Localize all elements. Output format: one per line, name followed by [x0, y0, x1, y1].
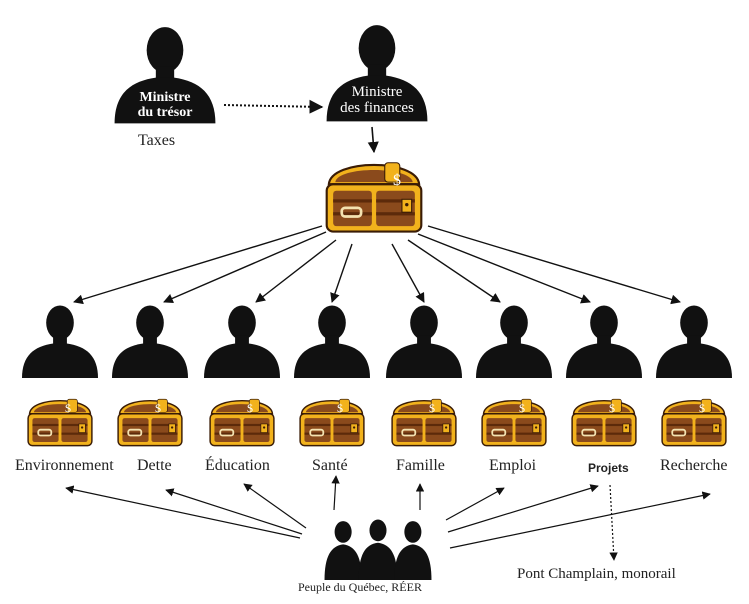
chest-recherche-dollar-sign: $	[699, 401, 705, 415]
chest-emploi-icon	[481, 398, 547, 447]
chest-famille-dollar-sign: $	[429, 401, 435, 415]
taxes-label: Taxes	[138, 132, 176, 149]
people-arrow-2-icon	[243, 483, 307, 529]
main-chest-dollar-sign: $	[393, 172, 401, 189]
finances-to-chest-arrow-icon	[367, 126, 379, 154]
ministry-label-dette: Dette	[137, 457, 172, 474]
chest-environnement-icon	[27, 398, 93, 447]
people-arrows	[65, 475, 711, 549]
people-label: Peuple du Québec, RÉER	[298, 580, 422, 594]
chest-emploi-dollar-sign: $	[519, 401, 525, 415]
ministry-label-environnement: Environnement	[15, 457, 114, 474]
minister-projets-silhouette-icon	[566, 305, 642, 378]
distribution-arrow-4-icon	[391, 243, 425, 303]
people-arrow-0-icon	[65, 485, 301, 539]
chest-environnement-dollar-sign: $	[65, 401, 71, 415]
tresor-label-line1: Ministre	[139, 90, 191, 105]
distribution-arrow-7-icon	[427, 225, 681, 305]
people-group-silhouette-icon	[324, 519, 432, 580]
minister-sante-silhouette-icon	[294, 305, 370, 378]
minister-famille-silhouette-icon	[386, 305, 462, 378]
minister-recherche-silhouette-icon	[656, 305, 732, 378]
ministry-label-emploi: Emploi	[489, 457, 537, 474]
distribution-arrow-1-icon	[163, 231, 327, 303]
minister-dette-silhouette-icon	[112, 305, 188, 378]
ministry-label-projets: Projets	[588, 461, 629, 475]
people-arrow-7-icon	[449, 491, 711, 549]
ministry-label-sante: Santé	[312, 457, 348, 474]
ministry-label-famille: Famille	[396, 457, 445, 474]
distribution-arrow-3-icon	[330, 243, 353, 303]
finances-label-line2: des finances	[340, 100, 414, 116]
people-arrow-3-icon	[331, 475, 340, 511]
chest-projets-icon	[571, 398, 637, 447]
ministry-row: $ $ $ $ $ $ $ $	[22, 305, 732, 447]
ministry-label-recherche: Recherche	[660, 457, 728, 474]
distribution-arrow-0-icon	[73, 225, 323, 305]
tresor-to-finances-arrow-icon	[223, 99, 324, 114]
tresor-label-line2: du trésor	[137, 105, 193, 120]
distribution-arrow-5-icon	[407, 239, 501, 303]
chest-dette-dollar-sign: $	[155, 401, 161, 415]
project-note-label: Pont Champlain, monorail	[517, 566, 676, 582]
chest-projets-dollar-sign: $	[609, 401, 615, 415]
finance-minister-label: Ministre des finances	[322, 84, 432, 116]
people-arrow-5-icon	[445, 487, 505, 521]
chest-education-dollar-sign: $	[247, 401, 253, 415]
chest-sante-dollar-sign: $	[337, 401, 343, 415]
distribution-arrows	[73, 225, 681, 305]
chest-famille-icon	[391, 398, 457, 447]
chest-sante-icon	[299, 398, 365, 447]
ministry-label-education: Éducation	[205, 457, 270, 474]
tresor-minister-label: Ministre du trésor	[110, 90, 220, 120]
chest-education-icon	[209, 398, 275, 447]
people-arrow-6-icon	[447, 484, 599, 533]
people-arrow-1-icon	[165, 488, 303, 535]
projets-to-note-arrow-icon	[609, 484, 618, 561]
chest-recherche-icon	[661, 398, 727, 447]
main-treasure-chest-icon	[325, 161, 423, 233]
distribution-arrow-6-icon	[417, 233, 591, 304]
distribution-arrow-2-icon	[255, 239, 337, 303]
minister-education-silhouette-icon	[204, 305, 280, 378]
minister-emploi-silhouette-icon	[476, 305, 552, 378]
finances-label-line1: Ministre	[351, 84, 403, 100]
chest-dette-icon	[117, 398, 183, 447]
minister-environnement-silhouette-icon	[22, 305, 98, 378]
